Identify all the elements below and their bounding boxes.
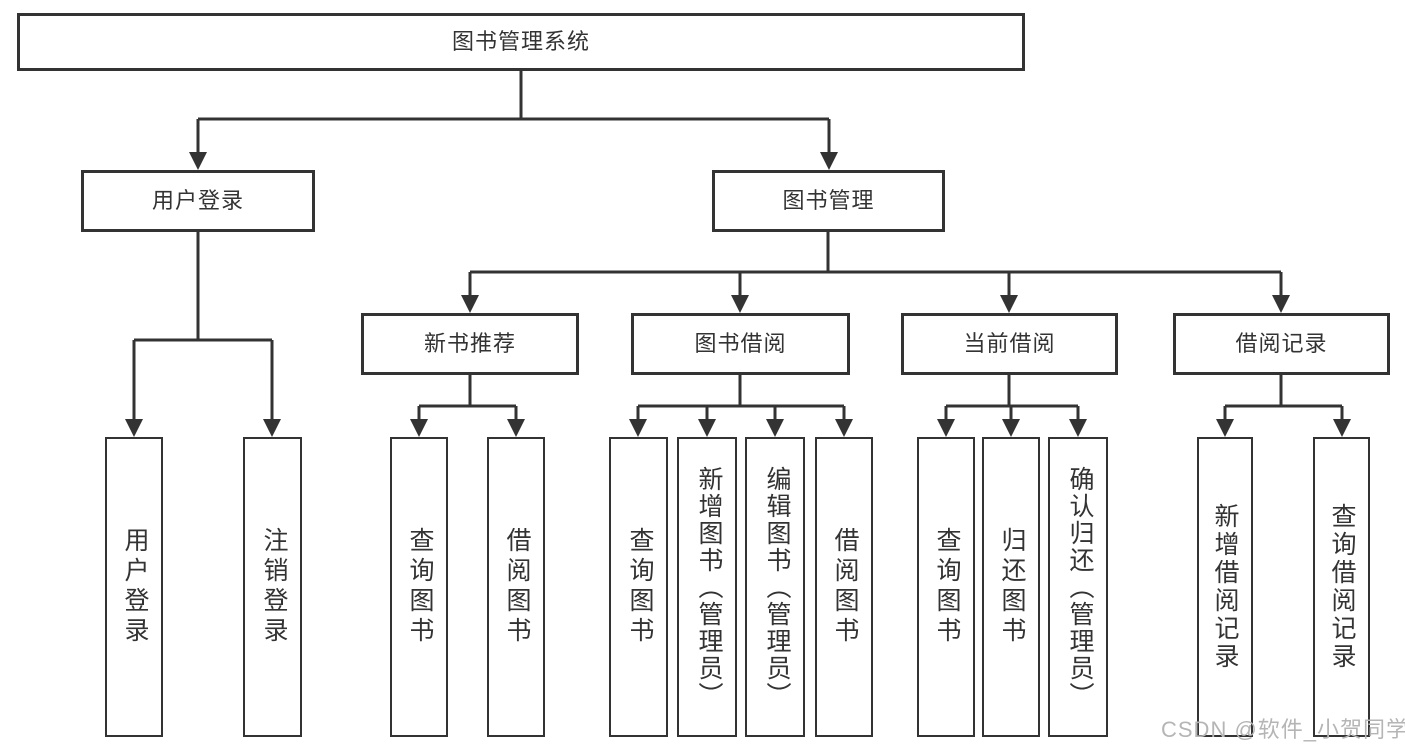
leaf-book-borrow-query: 查询图书: [609, 437, 668, 737]
connector-borrow-records-to-children: [1216, 375, 1351, 437]
node-book-management-branch: 图书管理: [712, 170, 945, 232]
node-borrow-records-module: 借阅记录: [1173, 313, 1390, 375]
leaf-logout: 注销登录: [243, 437, 302, 737]
node-root-system: 图书管理系统: [17, 13, 1025, 71]
connector-book-management-to-modules: [461, 232, 1290, 313]
leaf-borrow-records-query: 查询借阅记录: [1313, 437, 1370, 737]
connector-new-books-to-children: [410, 375, 525, 437]
leaf-book-borrow-borrow: 借阅图书: [815, 437, 873, 737]
leaf-current-borrow-return: 归还图书: [982, 437, 1040, 737]
csdn-watermark: CSDN @软件_小贺同学: [1161, 717, 1405, 742]
connector-root-to-level2: [189, 71, 838, 170]
leaf-borrow-records-add: 新增借阅记录: [1197, 437, 1253, 737]
leaf-new-books-borrow: 借阅图书: [487, 437, 545, 737]
leaf-current-borrow-confirm-admin: 确认归还（管理员）: [1048, 437, 1108, 737]
leaf-book-borrow-add-admin: 新增图书（管理员）: [677, 437, 737, 737]
leaf-book-borrow-edit-admin: 编辑图书（管理员）: [745, 437, 805, 737]
node-user-login-branch: 用户登录: [81, 170, 315, 232]
node-current-borrow-module: 当前借阅: [901, 313, 1118, 375]
connector-user-login-to-children: [125, 232, 281, 437]
node-new-books-module: 新书推荐: [361, 313, 579, 375]
leaf-current-borrow-query: 查询图书: [917, 437, 975, 737]
leaf-new-books-query: 查询图书: [390, 437, 448, 737]
node-book-borrow-module: 图书借阅: [631, 313, 850, 375]
connector-book-borrow-to-children: [629, 375, 853, 437]
connector-current-borrow-to-children: [937, 375, 1087, 437]
leaf-user-login: 用户登录: [105, 437, 163, 737]
